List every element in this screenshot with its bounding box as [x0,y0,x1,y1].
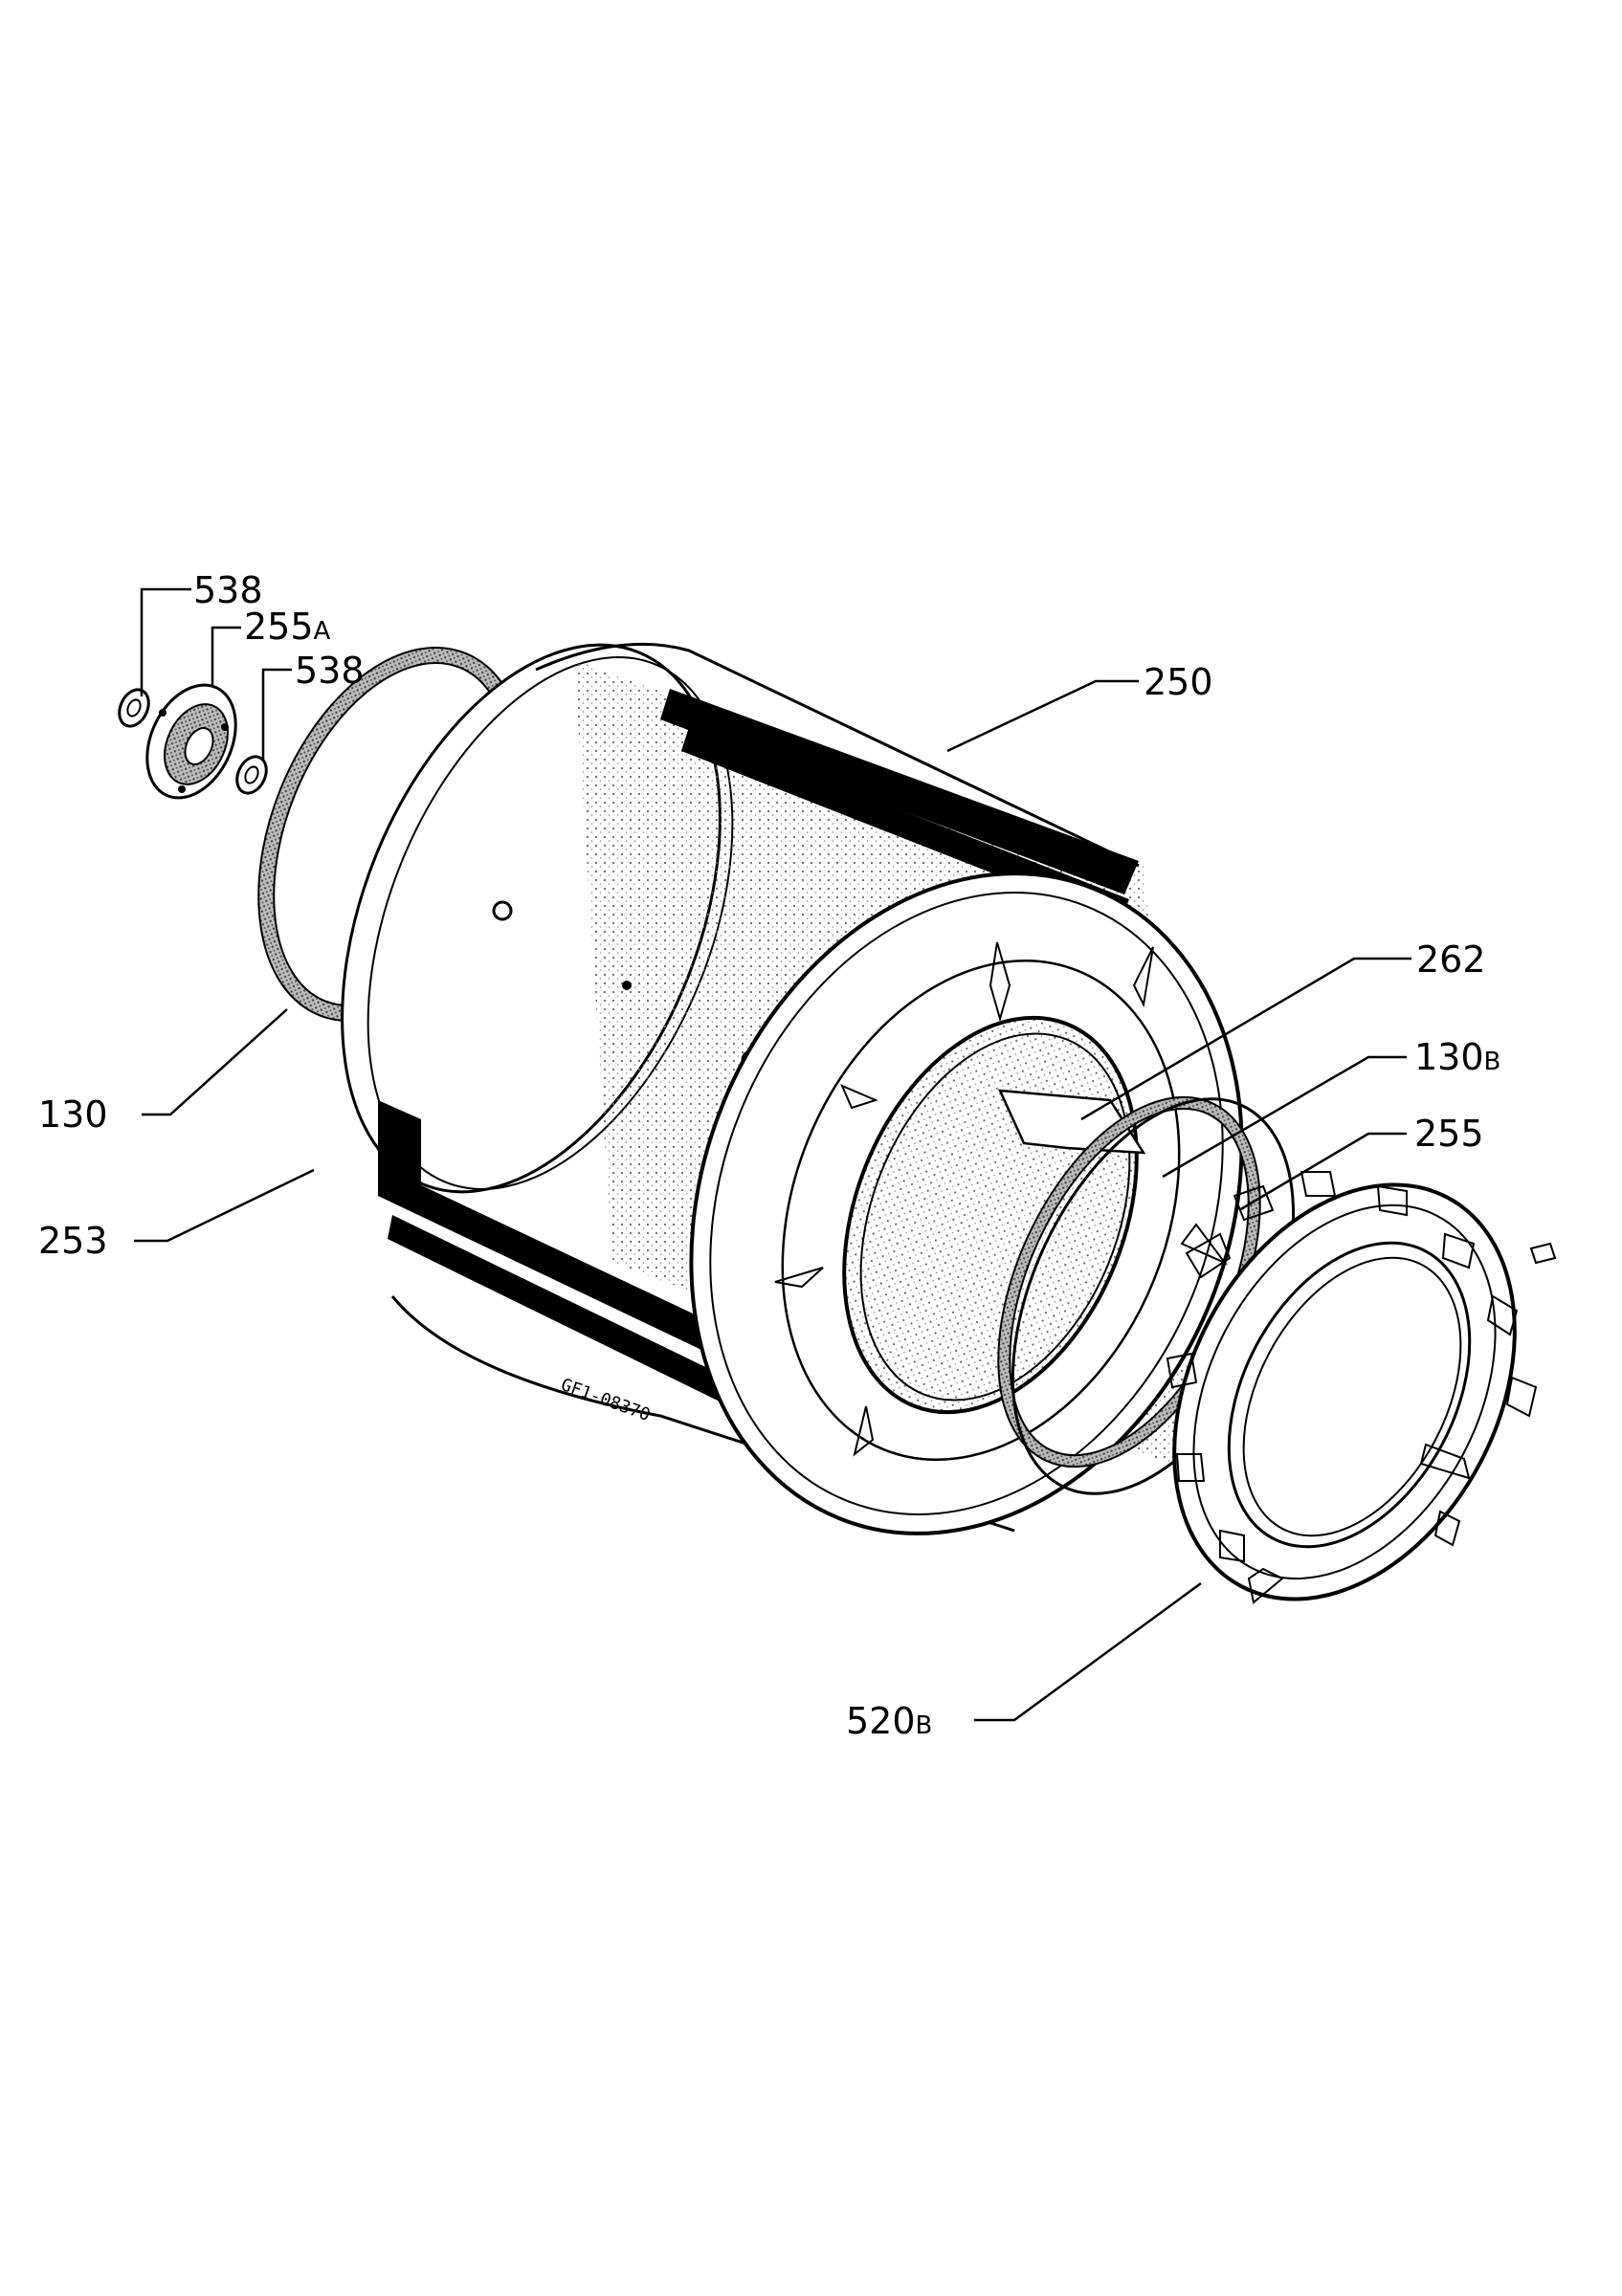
washer-rear [118,688,150,728]
label-538-rear: 538 [193,569,263,611]
drawing-code: GF1-08370 [558,1375,653,1425]
label-255a: 255A [244,606,331,648]
label-520b: 520B [846,1700,932,1742]
label-262: 262 [1416,938,1486,981]
leader-lines [134,587,1411,1722]
front-bearing-cage [1166,1171,1557,1604]
washer-front [235,755,268,795]
label-538-front: 538 [295,650,365,692]
label-130: 130 [38,1093,108,1136]
label-255: 255 [1414,1113,1484,1155]
label-250: 250 [1144,661,1213,703]
label-253: 253 [38,1220,108,1262]
drum-body [341,642,1244,1535]
rear-bearing-hub [145,683,237,800]
label-130b: 130B [1414,1036,1500,1078]
